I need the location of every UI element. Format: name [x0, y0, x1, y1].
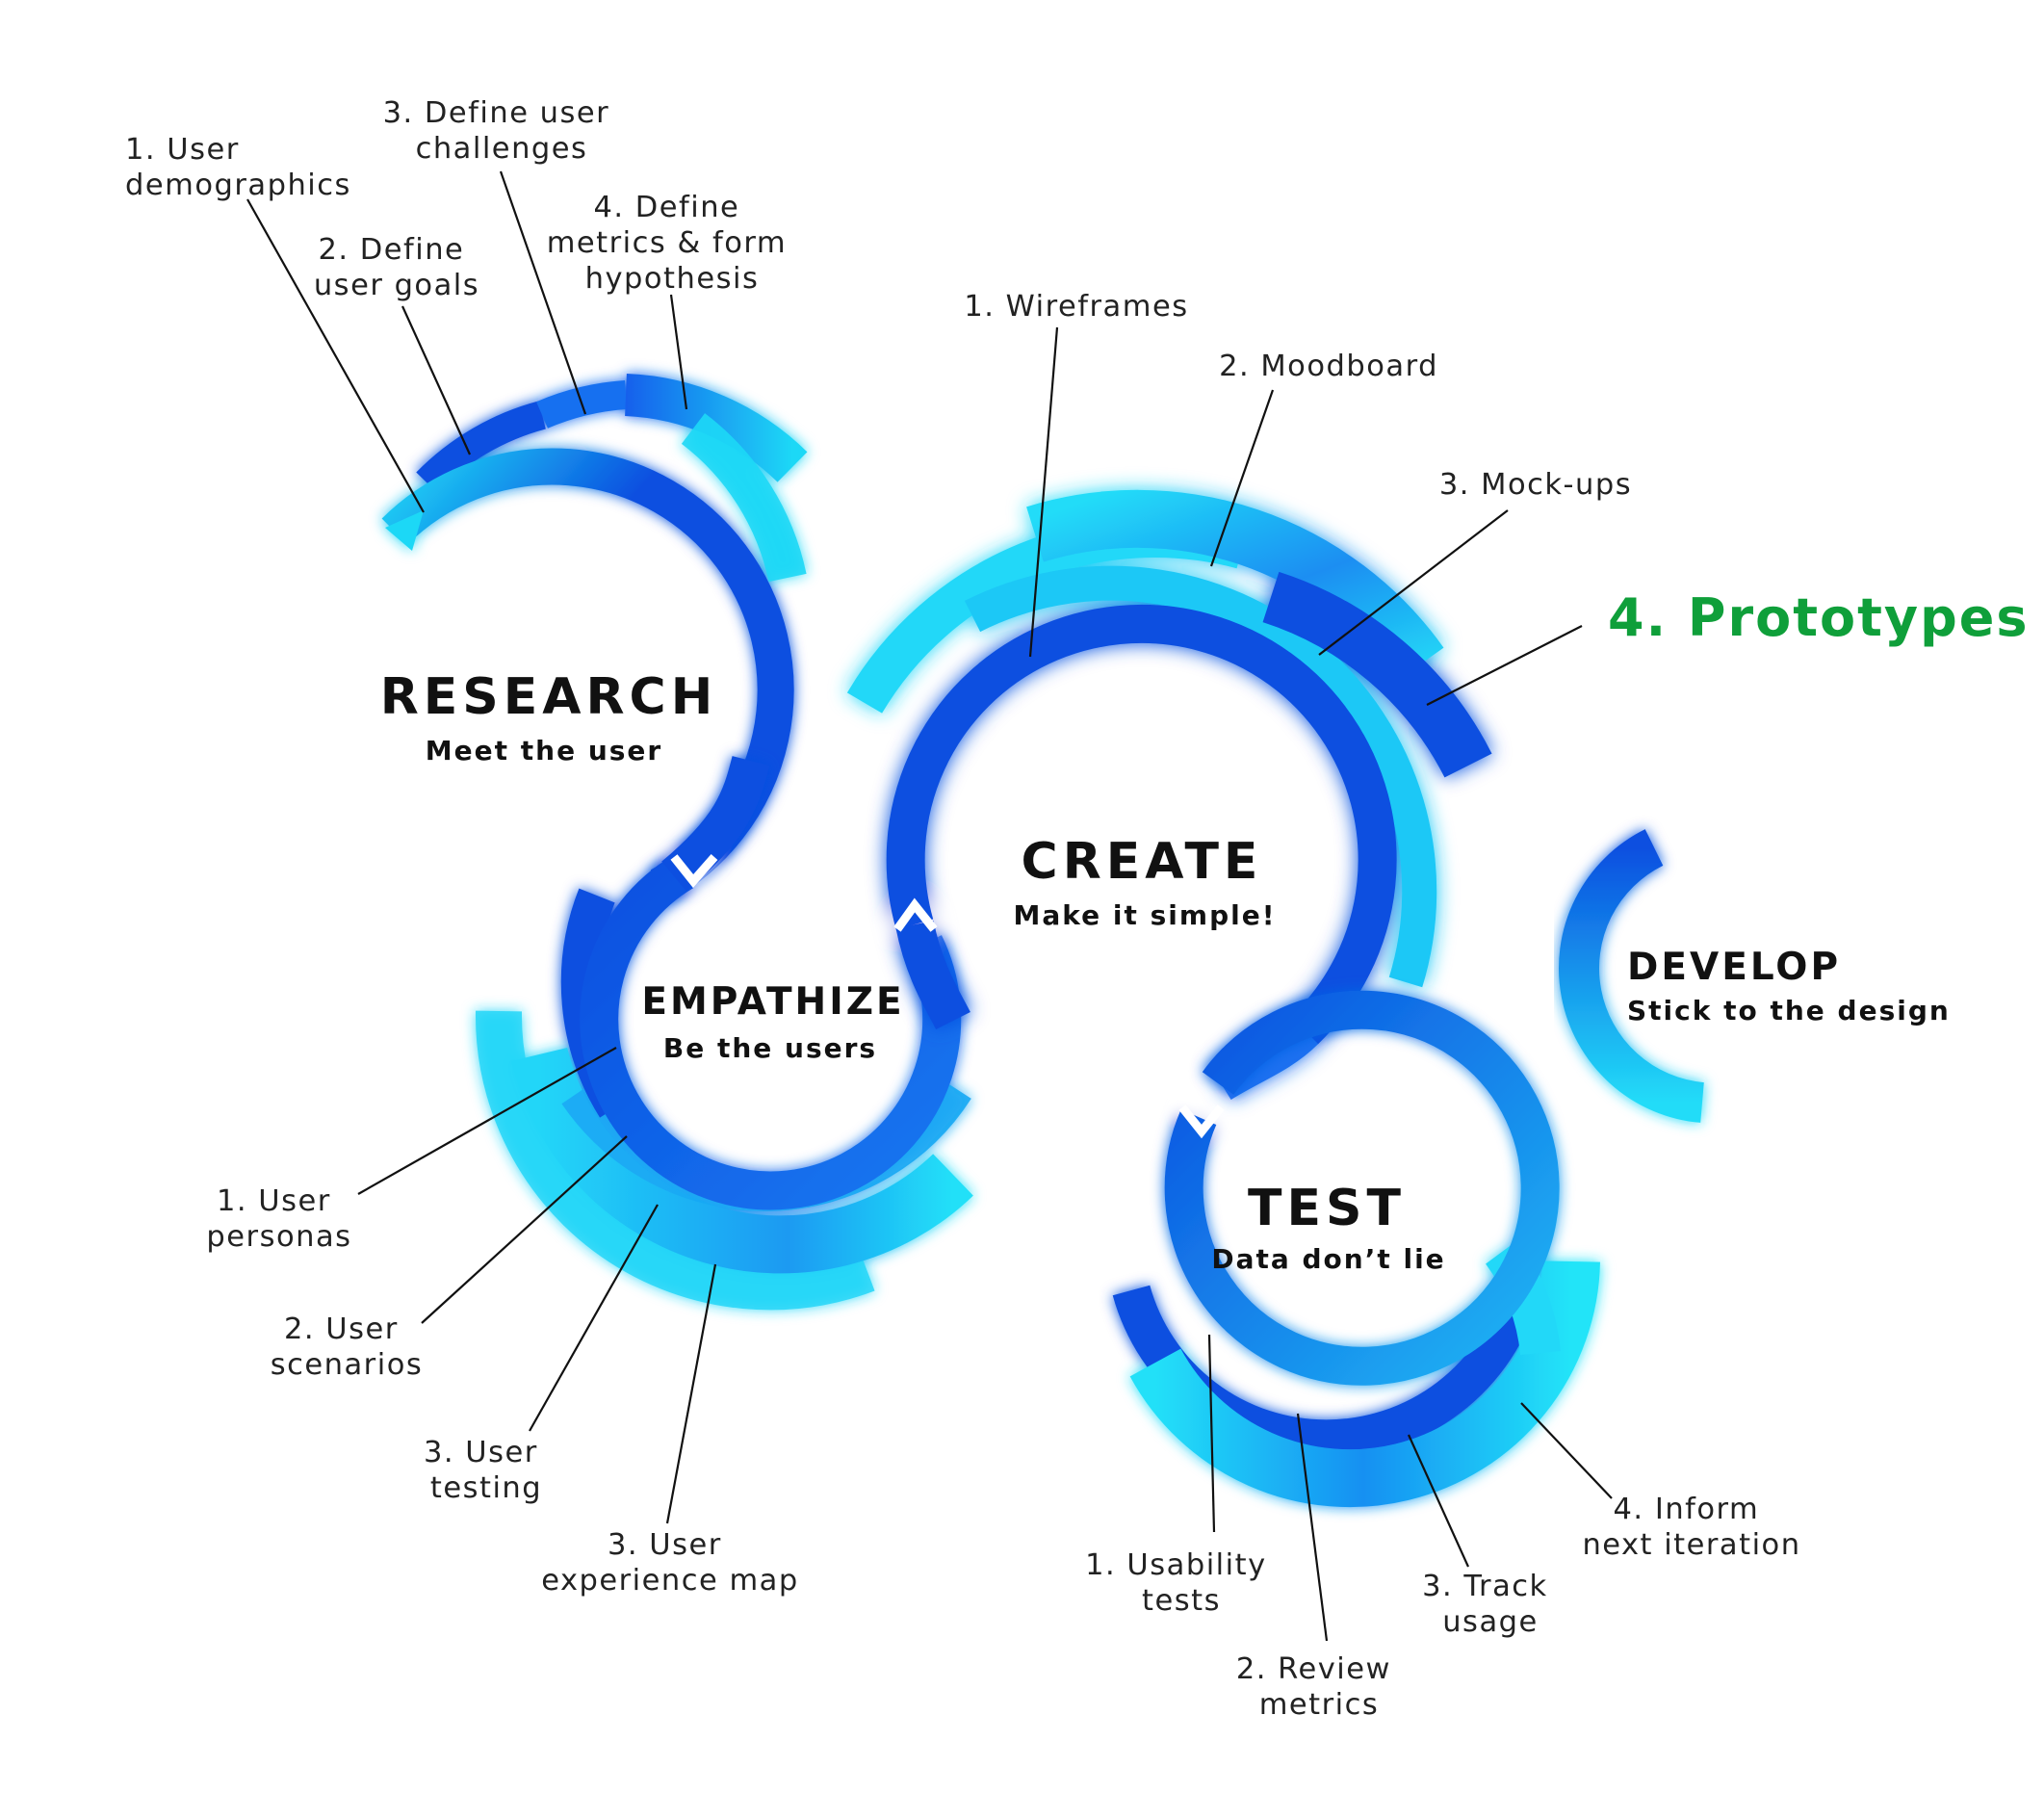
- create-step-2: 2. Moodboard: [1219, 350, 1438, 383]
- research-band-3: [624, 374, 808, 482]
- stage-create-label: CREATE Make it simple!: [1014, 833, 1277, 931]
- empathize-subtitle: Be the users: [663, 1032, 877, 1064]
- leader-research-2: [401, 305, 472, 455]
- empathize-title: EMPATHIZE: [641, 980, 904, 1024]
- empathize-outer-band-2: [510, 1047, 973, 1274]
- research-title: RESEARCH: [380, 668, 718, 726]
- test-main-arc: [1164, 990, 1560, 1386]
- research-arrow-tip: [385, 510, 424, 551]
- stage-empathize-label: EMPATHIZE Be the users: [641, 980, 904, 1064]
- leader-create-4: [1426, 625, 1583, 706]
- leader-research-3: [499, 170, 587, 415]
- create-outer-band-3: [964, 565, 1437, 988]
- leader-lines: [246, 170, 1613, 1642]
- research-band-1: [416, 401, 547, 493]
- create-subtitle: Make it simple!: [1014, 899, 1277, 931]
- develop-subtitle: Stick to the design: [1627, 995, 1951, 1026]
- leader-test-1: [1207, 1334, 1216, 1533]
- empathize-ring: [475, 756, 973, 1311]
- research-band-4: [681, 413, 807, 583]
- create-connector: [895, 920, 970, 1030]
- stage-research-label: RESEARCH Meet the user: [380, 668, 718, 767]
- empathize-step-2: 2. User scenarios: [271, 1312, 424, 1382]
- leader-create-3: [1318, 509, 1509, 656]
- create-main-arc: [886, 604, 1397, 1045]
- empathize-connector: [661, 756, 770, 892]
- leader-empathize-4: [665, 1263, 717, 1524]
- leader-test-2: [1296, 1413, 1329, 1642]
- empathize-chevron-icon: [670, 854, 718, 888]
- leader-research-4: [669, 294, 688, 410]
- test-step-2: 2. Review metrics: [1236, 1652, 1402, 1722]
- create-step-1: 1. Wireframes: [964, 290, 1188, 324]
- test-step-4: 4. Inform next iteration: [1582, 1493, 1800, 1562]
- research-subtitle: Meet the user: [426, 735, 662, 767]
- research-band-2: [536, 380, 628, 429]
- stage-test-label: TEST Data don’t lie: [1211, 1180, 1445, 1275]
- create-outer-band-2: [1026, 489, 1444, 682]
- research-step-2: 2. Define user goals: [314, 233, 479, 302]
- empathize-outer-band-1: [475, 1010, 875, 1311]
- research-step-4: 4. Define metrics & form hypothesis: [547, 191, 798, 296]
- empathize-step-3: 3. User testing: [424, 1436, 549, 1505]
- create-step-3: 3. Mock-ups: [1439, 468, 1632, 502]
- create-title: CREATE: [1022, 833, 1263, 891]
- develop-title: DEVELOP: [1627, 946, 1841, 989]
- leader-empathize-2: [421, 1135, 628, 1324]
- test-title: TEST: [1248, 1180, 1406, 1237]
- create-outer-band-4: [1262, 571, 1492, 778]
- leader-test-3: [1407, 1434, 1470, 1568]
- empathize-main-arc: [580, 854, 962, 1210]
- empathize-step-4: 3. User experience map: [541, 1528, 799, 1598]
- leader-empathize-1: [357, 1047, 617, 1195]
- leader-empathize-3: [529, 1204, 659, 1432]
- research-step-3: 3. Define user challenges: [383, 96, 621, 166]
- test-step-3: 3. Track usage: [1422, 1570, 1559, 1639]
- empathize-step-1: 1. User personas: [206, 1184, 351, 1254]
- create-ring: [846, 489, 1492, 1101]
- leader-create-1: [1028, 326, 1059, 658]
- research-step-1: 1. User demographics: [125, 133, 351, 202]
- leader-test-4: [1520, 1402, 1613, 1499]
- test-subtitle: Data don’t lie: [1211, 1243, 1445, 1275]
- develop-ring: [1559, 829, 1705, 1123]
- test-chevron-icon: [1178, 1104, 1225, 1139]
- test-step-1: 1. Usability tests: [1085, 1548, 1278, 1618]
- leader-create-2: [1209, 389, 1275, 567]
- create-step-4-highlight: 4. Prototypes: [1608, 587, 2030, 648]
- stage-develop-label: DEVELOP Stick to the design: [1627, 946, 1951, 1026]
- create-chevron-icon: [893, 897, 938, 932]
- develop-arc: [1559, 829, 1705, 1123]
- leader-research-1: [246, 198, 425, 513]
